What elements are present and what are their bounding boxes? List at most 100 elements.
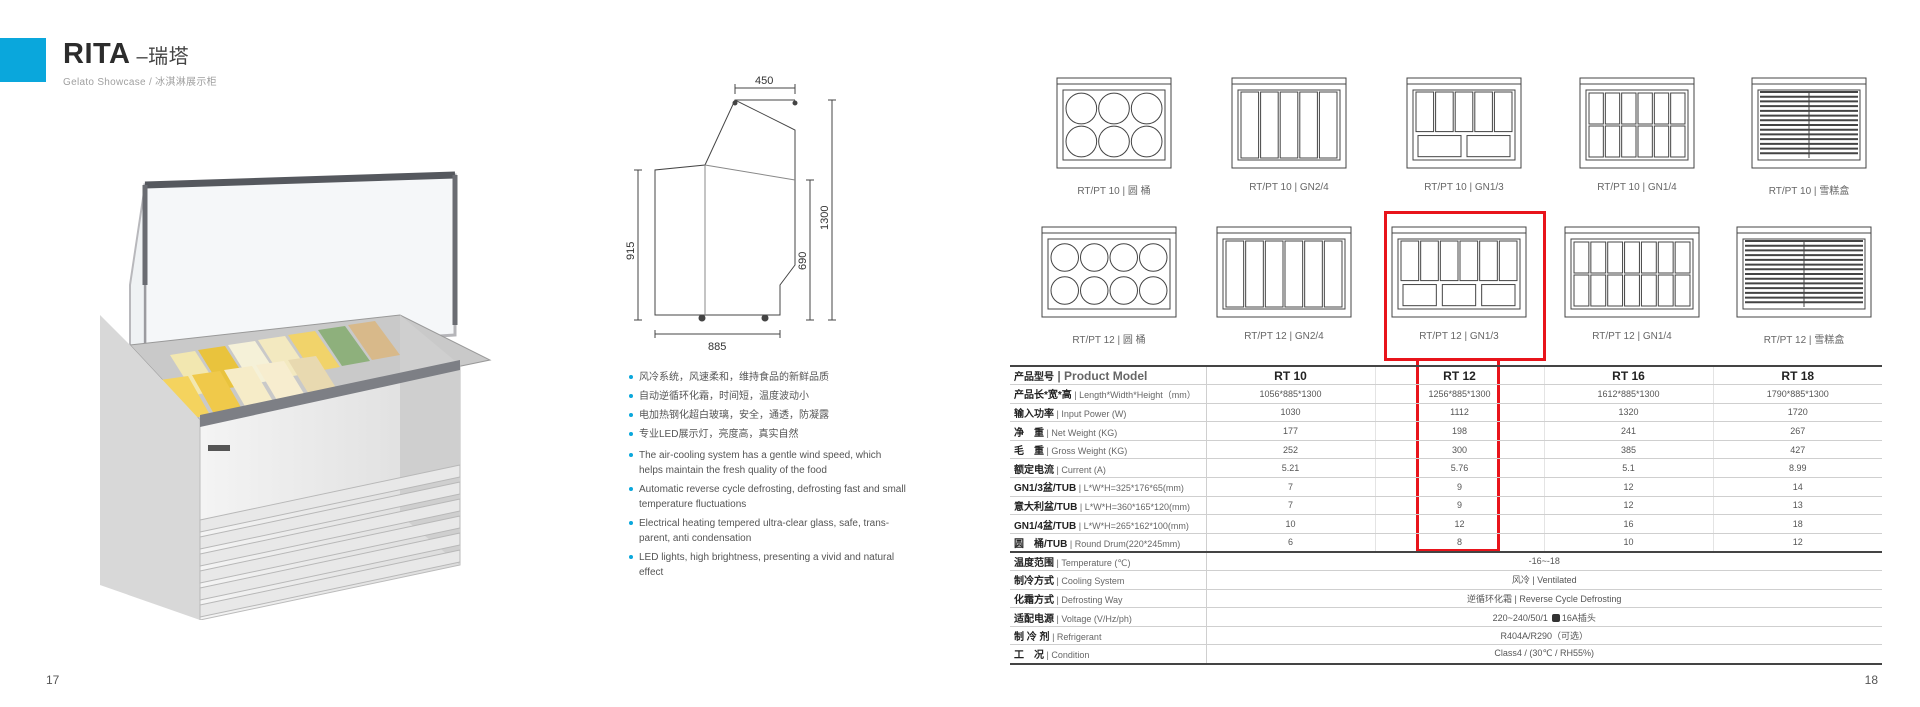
table-cell: 300	[1375, 440, 1545, 460]
table-cell: 1112	[1375, 403, 1545, 423]
tub-layout-drawing	[1579, 77, 1695, 169]
dim-right-label: 690	[797, 252, 809, 270]
table-cell: 267	[1713, 421, 1882, 441]
thumbnail-caption: RT/PT 10 | GN1/3	[1424, 182, 1504, 193]
table-cell: 8.99	[1713, 458, 1882, 479]
table-cell: 1720	[1713, 403, 1882, 423]
features-zh-list: 风冷系统，风速柔和，维持食品的新鲜品质 自动逆循环化霜，时间短，温度波动小 电加…	[628, 370, 908, 442]
row-label: 温度范围 | Temperature (℃)	[1010, 551, 1207, 572]
table-cell: 5.21	[1206, 458, 1376, 479]
tub-layout-thumbnail: RT/PT 12 | GN2/4	[1215, 225, 1353, 345]
row-label: 工 况 | Condition	[1010, 644, 1207, 665]
table-cell: 427	[1713, 440, 1882, 460]
table-cell: 385	[1544, 440, 1714, 460]
thumbnail-caption: RT/PT 12 | GN2/4	[1244, 331, 1324, 342]
tub-layout-thumbnail: RT/PT 12 | 圆 桶	[1040, 225, 1178, 346]
accent-block	[0, 38, 46, 82]
tub-layout-drawing	[1391, 226, 1527, 318]
row-label: 输入功率 | Input Power (W)	[1010, 403, 1207, 423]
page-title: RITA–瑞塔	[63, 38, 190, 70]
model-header: RT 10	[1206, 365, 1376, 386]
tub-layout-thumbnail: RT/PT 12 | GN1/4	[1563, 225, 1701, 345]
feature-item: 电加热钢化超白玻璃，安全，通透，防凝露	[628, 408, 908, 423]
table-cell: 252	[1206, 440, 1376, 460]
dimension-drawing: 450 915 690 1300 885	[625, 75, 836, 353]
table-cell: 8	[1375, 533, 1545, 553]
tub-layout-thumbnail: RT/PT 10 | GN1/3	[1395, 76, 1533, 196]
table-cell: 1790*885*1300	[1713, 384, 1882, 404]
thumbnail-caption: RT/PT 10 | 圆 桶	[1077, 186, 1151, 197]
row-label: 毛 重 | Gross Weight (KG)	[1010, 440, 1207, 460]
table-cell: 12	[1713, 533, 1882, 553]
table-cell: 16	[1544, 514, 1714, 534]
features: 风冷系统，风速柔和，维持食品的新鲜品质 自动逆循环化霜，时间短，温度波动小 电加…	[628, 370, 908, 584]
thumbnail-caption: RT/PT 10 | GN1/4	[1597, 182, 1677, 193]
tub-layout-drawing	[1216, 226, 1352, 318]
table-cell: 241	[1544, 421, 1714, 441]
thumbnail-caption: RT/PT 12 | 雪糕盒	[1763, 335, 1845, 346]
tub-layout-thumbnail: RT/PT 12 | GN1/3	[1390, 225, 1528, 345]
thumbnail-caption: RT/PT 12 | 圆 桶	[1072, 335, 1146, 346]
table-cell: 5.76	[1375, 458, 1545, 479]
page-subtitle: Gelato Showcase / 冰淇淋展示柜	[63, 77, 217, 88]
plug-icon	[1551, 613, 1560, 622]
table-cell: 10	[1206, 514, 1376, 534]
model-header: RT 18	[1713, 365, 1882, 386]
table-cell: 14	[1713, 477, 1882, 497]
thumbnail-caption: RT/PT 12 | GN1/3	[1419, 331, 1499, 342]
table-cell: R404A/R290（可选）	[1206, 626, 1882, 646]
table-cell: 1056*885*1300	[1206, 384, 1376, 404]
tub-layout-drawing	[1231, 77, 1347, 169]
row-label: GN1/3盆/TUB | L*W*H=325*176*65(mm)	[1010, 477, 1207, 497]
tub-layout-drawing	[1564, 226, 1700, 318]
page-number-left: 17	[46, 673, 60, 687]
tub-layout-drawing	[1406, 77, 1522, 169]
page-number-right: 18	[1864, 673, 1878, 687]
thumbnail-caption: RT/PT 12 | GN1/4	[1592, 331, 1672, 342]
row-label: 净 重 | Net Weight (KG)	[1010, 421, 1207, 441]
feature-item: 专业LED展示灯，亮度高，真实自然	[628, 427, 908, 442]
table-cell: 198	[1375, 421, 1545, 441]
table-cell: 12	[1544, 477, 1714, 497]
table-cell: 5.1	[1544, 458, 1714, 479]
tub-layout-thumbnail: RT/PT 12 | 雪糕盒	[1735, 225, 1873, 346]
row-label: 产品长*宽*高 | Length*Width*Height（mm）	[1010, 384, 1207, 404]
table-row: 产品长*宽*高 | Length*Width*Height（mm）1056*88…	[1010, 384, 1882, 404]
table-cell: 1030	[1206, 403, 1376, 423]
table-row: 温度范围 | Temperature (℃)-16~-18	[1010, 551, 1882, 572]
row-label: 制 冷 剂 | Refrigerant	[1010, 626, 1207, 646]
tub-layout-drawing	[1056, 77, 1172, 169]
table-cell: 9	[1375, 477, 1545, 497]
feature-item: Automatic reverse cycle defrosting, defr…	[628, 482, 908, 512]
table-cell: 1256*885*1300	[1375, 384, 1545, 404]
feature-item: LED lights, high brightness, presenting …	[628, 550, 908, 580]
table-cell: 1320	[1544, 403, 1714, 423]
features-en-list: The air-cooling system has a gentle wind…	[628, 448, 908, 580]
highlight-box-top	[1384, 211, 1546, 361]
feature-item: 自动逆循环化霜，时间短，温度波动小	[628, 389, 908, 404]
tub-layout-thumbnail: RT/PT 10 | 雪糕盒	[1740, 76, 1878, 197]
row-label: 圆 桶/TUB | Round Drum(220*245mm)	[1010, 533, 1207, 553]
model-header: RT 16	[1544, 365, 1714, 386]
table-cell: 18	[1713, 514, 1882, 534]
tub-layout-drawing	[1041, 226, 1177, 318]
feature-item: Electrical heating tempered ultra-clear …	[628, 516, 908, 546]
dim-bottom-label: 885	[708, 341, 726, 353]
table-cell: 12	[1544, 496, 1714, 516]
header: RITA–瑞塔 Gelato Showcase / 冰淇淋展示柜	[63, 38, 217, 88]
dim-top-label: 450	[755, 75, 773, 87]
specs-table: 产品型号 | Product Model RT 10 RT 12 RT 16 R…	[1010, 365, 1882, 665]
dim-total-label: 1300	[819, 206, 831, 230]
table-cell: 1612*885*1300	[1544, 384, 1714, 404]
table-cell: 7	[1206, 477, 1376, 497]
tub-layout-thumbnail: RT/PT 10 | GN1/4	[1568, 76, 1706, 196]
